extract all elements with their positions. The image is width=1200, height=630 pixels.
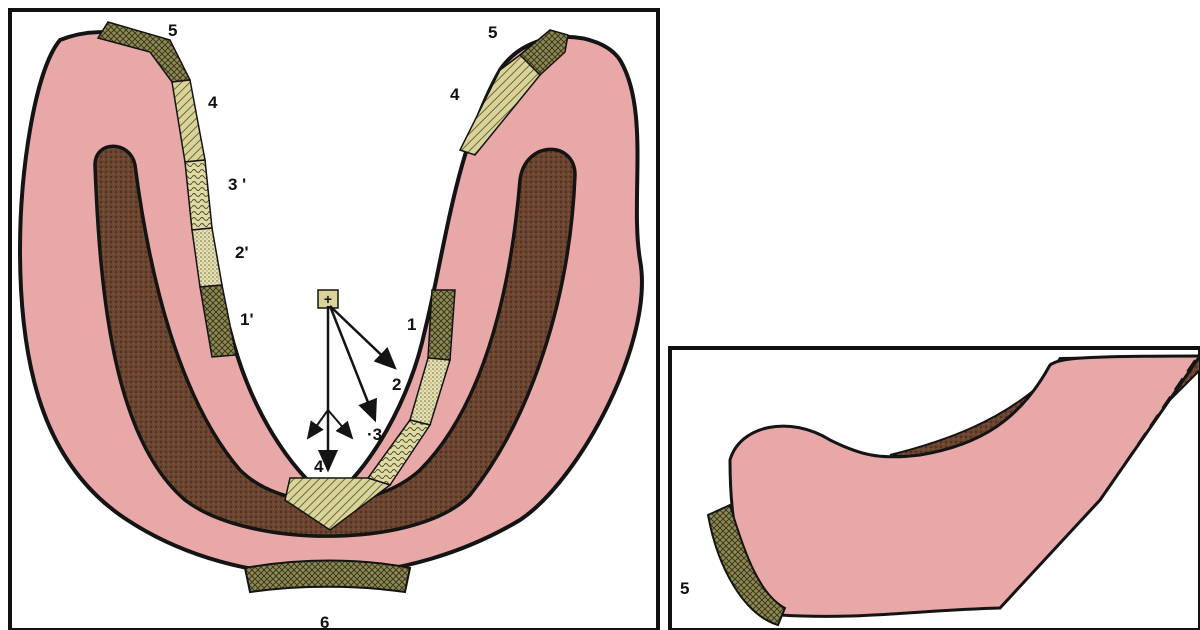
label-left-3p: 3 '	[228, 175, 246, 194]
labial-strip-6	[245, 561, 410, 593]
label-right-1: 1	[407, 315, 416, 334]
label-bottom-6: 6	[320, 613, 329, 630]
label-left-5: 5	[168, 21, 177, 40]
left-panel: + 5 4 3 ' 2' 1' 5 4 1 2 ·3 4 6	[10, 10, 658, 630]
label-arrow-3: ·3	[367, 425, 382, 444]
label-left-4: 4	[208, 93, 218, 112]
label-right-5: 5	[488, 23, 497, 42]
right-panel: 5	[670, 348, 1200, 630]
label-profile-5: 5	[680, 579, 689, 598]
label-left-2p: 2'	[235, 243, 249, 262]
label-right-4: 4	[450, 85, 460, 104]
right-strip-1	[428, 290, 455, 360]
center-point-symbol: +	[324, 291, 332, 307]
label-arrow-2: 2	[392, 375, 401, 394]
label-left-1p: 1'	[240, 310, 254, 329]
label-arrow-4: 4	[314, 457, 324, 476]
